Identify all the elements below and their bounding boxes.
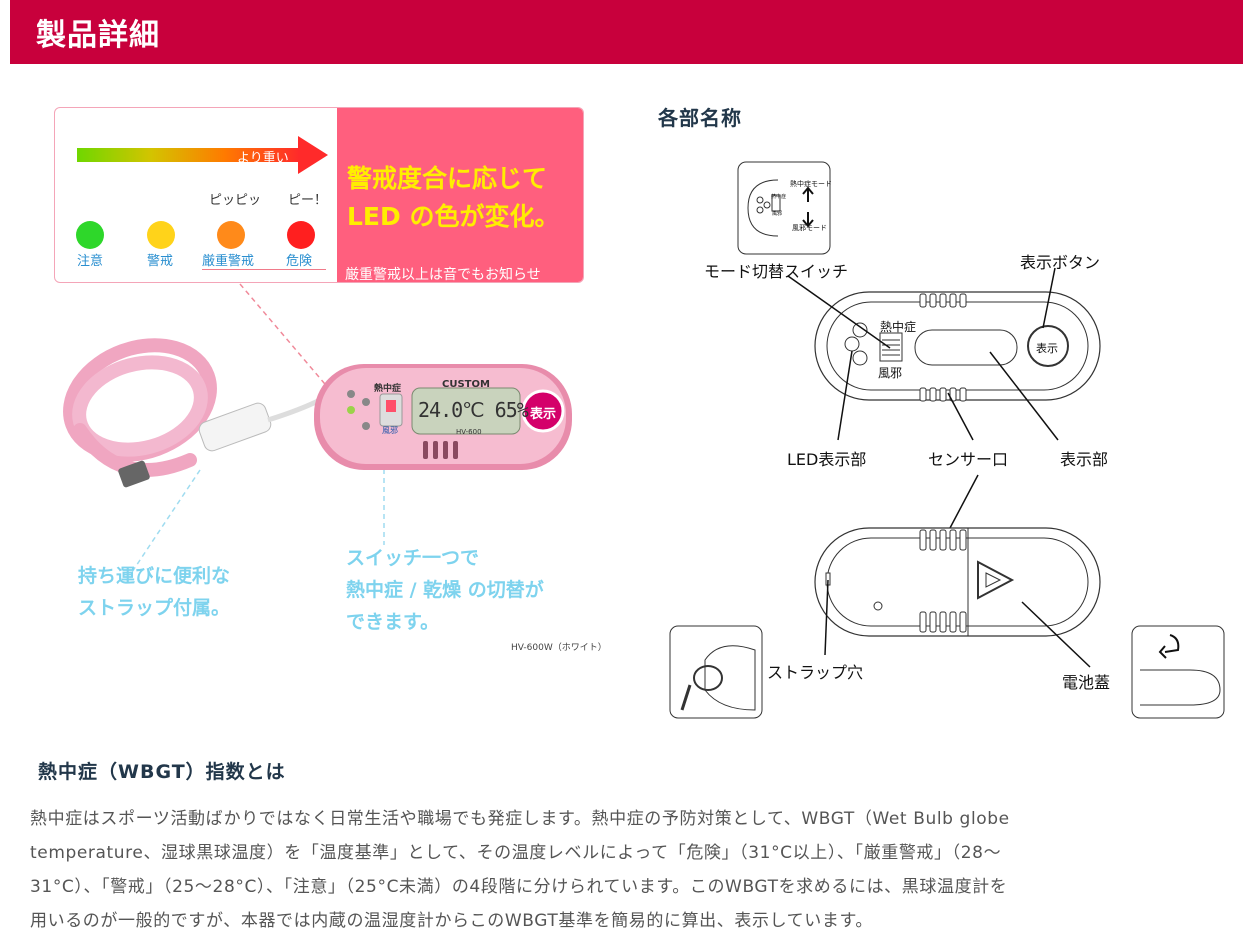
switch-callout-line2: 熱中症 / 乾燥 の切替が bbox=[346, 579, 544, 601]
label-battery-cover: 電池蓋 bbox=[1062, 673, 1111, 692]
parts-diagram bbox=[669, 161, 1225, 719]
device-illustration bbox=[63, 283, 572, 576]
level-label-warning: 警戒 bbox=[147, 254, 174, 269]
wbgt-title: 熱中症（WBGT）指数とは bbox=[38, 761, 286, 783]
wbgt-body: 熱中症はスポーツ活動ばかりではなく日常生活や職場でも発症します。熱中症の予防対策… bbox=[30, 802, 1240, 933]
level-label-danger: 危険 bbox=[286, 254, 313, 269]
led-dot-danger bbox=[287, 221, 315, 249]
device-switch-top: 熱中症 bbox=[374, 384, 402, 394]
mini-heat-label: 熱中症 bbox=[771, 194, 787, 200]
beep-long-label: ピー！ bbox=[288, 193, 328, 208]
wbgt-body-line: 用いるのが一般的ですが、本器では内蔵の温湿度計からこのWBGT基準を簡易的に算出… bbox=[30, 911, 873, 931]
device-brand: CUSTOM bbox=[442, 379, 490, 390]
strap-callout: 持ち運びに便利な ストラップ付属。 bbox=[78, 560, 230, 624]
led-headline-line1: 警戒度合に応じて bbox=[347, 164, 548, 193]
level-label-caution: 注意 bbox=[77, 254, 104, 269]
label-led-display: LED表示部 bbox=[787, 450, 867, 469]
device-lcd: 24.0℃ 65% bbox=[418, 398, 529, 422]
device-switch-bottom: 風邪 bbox=[382, 426, 398, 435]
led-dot-caution bbox=[76, 221, 104, 249]
wbgt-body-line: 31°C）、「警戒」（25～28°C）、「注意」（25°C未満）の4段階に分けら… bbox=[30, 877, 1008, 897]
led-legend-panel: より重い ピッピッ ピー！ 注意 警戒 厳重警戒 危険 警戒度合に応じて LED… bbox=[54, 107, 584, 283]
model-caption: HV-600W（ホワイト） bbox=[511, 643, 607, 653]
parts-title: 各部名称 bbox=[658, 106, 742, 130]
front-display-button-label: 表示 bbox=[1036, 342, 1058, 355]
page-title: 製品詳細 bbox=[36, 18, 160, 53]
sound-bracket bbox=[202, 269, 326, 270]
front-cold-label: 風邪 bbox=[878, 366, 903, 380]
switch-callout-line3: できます。 bbox=[346, 611, 440, 633]
led-headline: 警戒度合に応じて LED の色が変化。 bbox=[347, 160, 559, 236]
switch-callout-line1: スイッチ一つで bbox=[346, 547, 480, 569]
label-sensor: センサー口 bbox=[928, 450, 1009, 469]
level-label-severe-warning: 厳重警戒 bbox=[202, 254, 255, 269]
device-model: HV-600 bbox=[456, 428, 482, 436]
severity-arrow bbox=[77, 148, 299, 162]
beep-short-label: ピッピッ bbox=[209, 193, 262, 208]
label-display-area: 表示部 bbox=[1060, 450, 1109, 469]
front-heat-label: 熱中症 bbox=[880, 320, 917, 334]
label-display-button: 表示ボタン bbox=[1020, 253, 1101, 272]
led-dot-severe-warning bbox=[217, 221, 245, 249]
strap-callout-line2: ストラップ付属。 bbox=[78, 597, 231, 619]
label-mode-switch: モード切替スイッチ bbox=[704, 262, 849, 281]
label-strap-hole: ストラップ穴 bbox=[767, 663, 864, 682]
wbgt-body-line: 熱中症はスポーツ活動ばかりではなく日常生活や職場でも発症します。熱中症の予防対策… bbox=[30, 809, 1010, 829]
mini-cold-label: 風邪 bbox=[772, 211, 783, 217]
switch-callout: スイッチ一つで 熱中症 / 乾燥 の切替が できます。 bbox=[346, 542, 544, 638]
mini-cold-mode-label: 風邪モード bbox=[792, 224, 827, 232]
led-headline-panel: 警戒度合に応じて LED の色が変化。 bbox=[337, 108, 583, 282]
wbgt-body-line: temperature、湿球黒球温度）を「温度基準」として、その温度レベルによっ… bbox=[30, 843, 1002, 863]
mini-heat-mode-label: 熱中症モード bbox=[790, 180, 832, 188]
severity-arrow-label: より重い bbox=[237, 151, 289, 166]
strap-callout-line1: 持ち運びに便利な bbox=[78, 565, 231, 587]
page-header: 製品詳細 bbox=[10, 0, 1243, 64]
led-dot-warning bbox=[147, 221, 175, 249]
device-display-button: 表示 bbox=[530, 407, 557, 422]
led-headline-line2: LED の色が変化。 bbox=[347, 202, 560, 231]
sound-note: 厳重警戒以上は音でもお知らせ bbox=[345, 267, 541, 283]
severity-arrow-head bbox=[298, 136, 328, 174]
